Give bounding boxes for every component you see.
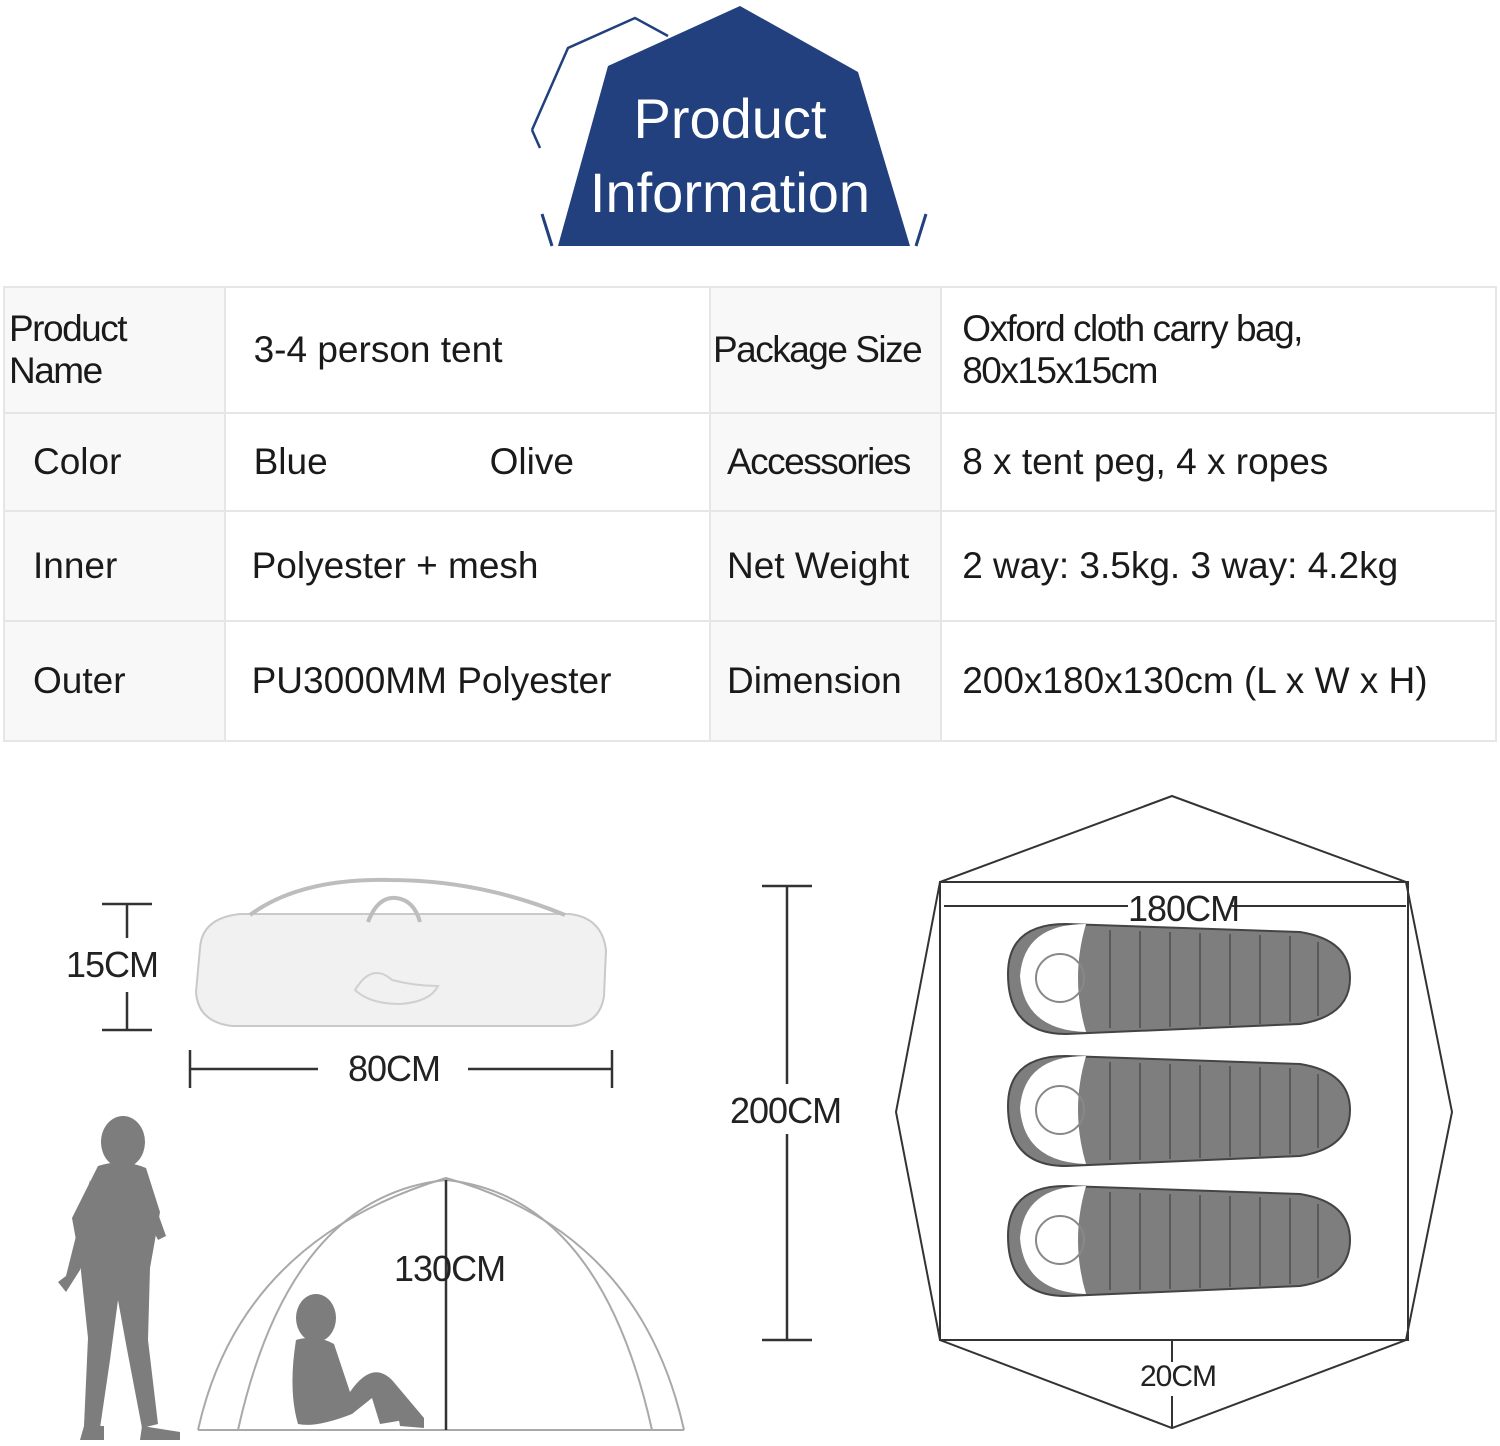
value-product-name: 3-4 person tent (223, 286, 711, 414)
tent-badge-icon (530, 6, 928, 247)
carry-bag-icon (194, 877, 608, 1027)
label-dimension: Dimension (708, 620, 943, 742)
tent-length-marker (762, 884, 812, 1342)
table-row: Outer PU3000MM Polyester Dimension 200x1… (3, 620, 1497, 742)
sleeping-bag-icon (1006, 1054, 1352, 1168)
tent-side-icon (197, 1176, 685, 1431)
table-row: Product Name 3-4 person tent Package Siz… (3, 286, 1497, 414)
sleeping-bag-icon (1006, 1184, 1352, 1298)
tent-height-label: 130CM (394, 1248, 506, 1289)
product-information-badge: Product Information (520, 0, 940, 250)
table-row: Color Blue Olive Accessories 8 x tent peg… (3, 412, 1497, 512)
value-outer: PU3000MM Polyester (223, 620, 711, 742)
diagram-drawing (58, 794, 1454, 1440)
value-inner: Polyester + mesh (223, 510, 711, 622)
page-title: Product Information (560, 82, 900, 230)
color-option-olive: Olive (489, 441, 574, 482)
value-dimension: 200x180x130cm (L x W x H) (940, 620, 1497, 742)
tent-length-label: 200CM (730, 1090, 842, 1132)
bag-height-label: 15CM (66, 944, 159, 986)
color-option-blue: Blue (253, 441, 328, 482)
label-product-name: Product Name (3, 286, 226, 414)
label-net-weight: Net Weight (708, 510, 943, 622)
bag-height-marker (102, 902, 152, 1032)
dimension-diagram: 15CM 80CM 130CM 200CM 180CM 20CM (0, 760, 1500, 1446)
value-accessories: 8 x tent peg, 4 x ropes (940, 412, 1497, 512)
bag-length-marker (188, 1050, 614, 1088)
sleeping-bag-icon (1006, 922, 1352, 1036)
standing-person-icon (58, 1116, 180, 1440)
label-package-size: Package Size (708, 286, 943, 414)
tent-top-view-icon (894, 794, 1454, 1430)
label-color: Color (3, 412, 226, 512)
label-outer: Outer (3, 620, 226, 742)
sitting-person-icon (292, 1294, 424, 1428)
tent-width-label: 180CM (1128, 888, 1240, 929)
vestibule-label: 20CM (1140, 1360, 1217, 1393)
value-color: Blue Olive (223, 412, 711, 512)
table-row: Inner Polyester + mesh Net Weight 2 way:… (3, 510, 1497, 622)
label-inner: Inner (3, 510, 226, 622)
title-line-1: Product (633, 87, 827, 150)
bag-length-label: 80CM (348, 1048, 441, 1090)
value-net-weight: 2 way: 3.5kg. 3 way: 4.2kg (940, 510, 1497, 622)
value-package-size: Oxford cloth carry bag, 80x15x15cm (940, 286, 1497, 414)
label-accessories: Accessories (708, 412, 943, 512)
spec-table: Product Name 3-4 person tent Package Siz… (3, 286, 1497, 742)
title-line-2: Information (589, 161, 871, 224)
